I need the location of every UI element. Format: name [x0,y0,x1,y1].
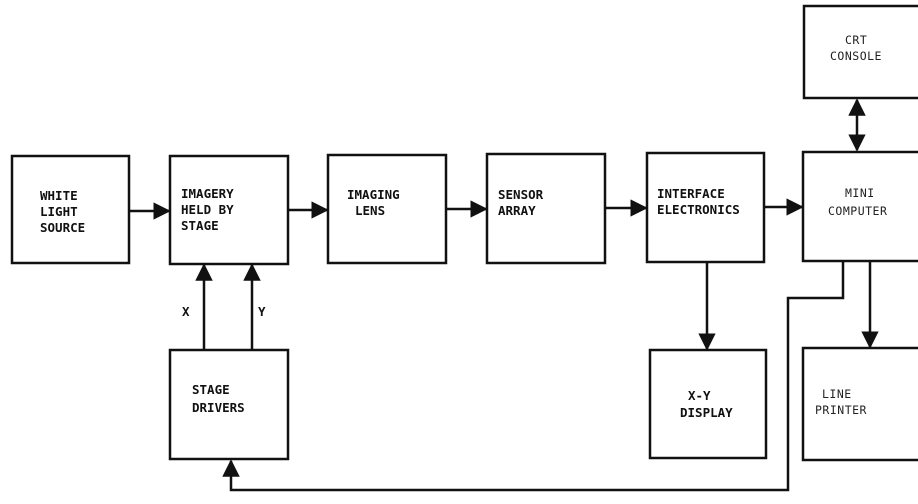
block-mini-computer-line-1: MINI [845,186,875,200]
block-line-printer-line-1: LINE [822,387,852,401]
block-crt-console-line-1: CRT [845,33,867,47]
block-interface-electronics-line-1: INTERFACE [657,186,725,201]
block-xy-display-line-2: DISPLAY [680,405,733,420]
block-imagery-held-by-stage-box [168,154,290,266]
block-imagery-held-by-stage-line-2: HELD BY [181,202,234,217]
block-imagery-held-by-stage-line-3: STAGE [181,218,219,233]
block-stage-drivers-box [168,348,290,461]
block-imaging-lens-line-2: LENS [355,203,385,218]
block-imagery-held-by-stage-line-1: IMAGERY [181,186,234,201]
block-xy-display-box [648,348,768,460]
block-mini-computer-box [801,150,918,263]
block-white-light-source-box [10,154,131,265]
block-imaging-lens-line-1: IMAGING [347,187,400,202]
block-sensor-array-box [485,152,607,265]
block-mini-computer-line-2: COMPUTER [828,204,887,218]
block-interface-electronics: INTERFACE ELECTRONICS [645,151,766,264]
block-imagery-held-by-stage: IMAGERY HELD BY STAGE [168,154,290,266]
arrow-computer-to-stage-drivers [222,261,845,492]
block-imaging-lens-box [326,153,448,265]
block-crt-console-line-2: CONSOLE [830,49,882,63]
label-x-axis: X [182,304,190,319]
block-imaging-lens: IMAGING LENS [326,153,448,265]
block-xy-display: X-Y DISPLAY [648,348,768,460]
block-line-printer: LINE PRINTER [801,346,918,462]
block-crt-console: CRT CONSOLE [802,4,918,100]
block-xy-display-line-1: X-Y [688,388,711,403]
block-mini-computer: MINI COMPUTER [801,150,918,263]
block-white-light-source-line-3: SOURCE [40,220,85,235]
block-stage-drivers-line-2: DRIVERS [192,400,245,415]
block-line-printer-line-2: PRINTER [815,403,867,417]
block-white-light-source-line-1: WHITE [40,188,78,203]
block-interface-electronics-line-2: ELECTRONICS [657,202,740,217]
block-white-light-source: WHITE LIGHT SOURCE [10,154,131,265]
block-sensor-array-line-1: SENSOR [498,187,544,202]
block-stage-drivers: STAGE DRIVERS [168,348,290,461]
label-y-axis: Y [258,304,266,319]
block-crt-console-box [802,4,918,100]
block-line-printer-box [801,346,918,462]
block-sensor-array-line-2: ARRAY [498,203,536,218]
block-white-light-source-line-2: LIGHT [40,204,78,219]
block-sensor-array: SENSOR ARRAY [485,152,607,265]
block-stage-drivers-line-1: STAGE [192,382,230,397]
